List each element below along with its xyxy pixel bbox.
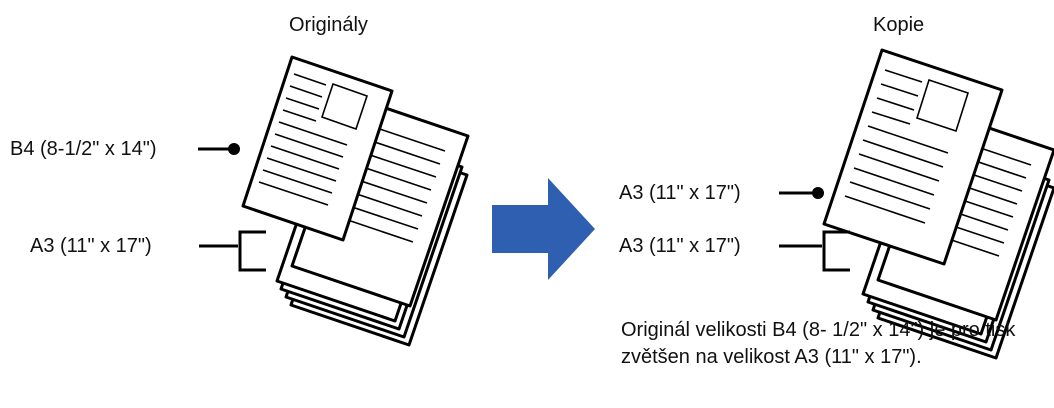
a3-copy-marker-dot [812, 187, 824, 199]
explanation-caption: Originál velikosti B4 (8- 1/2" x 14") je… [621, 319, 1016, 368]
b4-marker-dot [228, 143, 240, 155]
label-original-size: B4 (8-1/2" x 14") [10, 138, 157, 160]
arrow-right-icon [492, 178, 595, 280]
copies-title: Kopie [873, 14, 925, 36]
label-copies-stack-size: A3 (11" x 17") [619, 235, 741, 257]
a3-copy-sheet [822, 48, 1004, 266]
originals-title: Originály [289, 14, 368, 36]
label-copy-size: A3 (11" x 17") [619, 182, 741, 204]
label-originals-stack-size: A3 (11" x 17") [30, 235, 152, 257]
photo-placeholder-icon [320, 82, 369, 131]
b4-original-sheet [241, 55, 394, 242]
right-callouts [779, 187, 850, 272]
left-callouts [198, 143, 266, 272]
copy-photo-placeholder-icon [916, 78, 969, 133]
